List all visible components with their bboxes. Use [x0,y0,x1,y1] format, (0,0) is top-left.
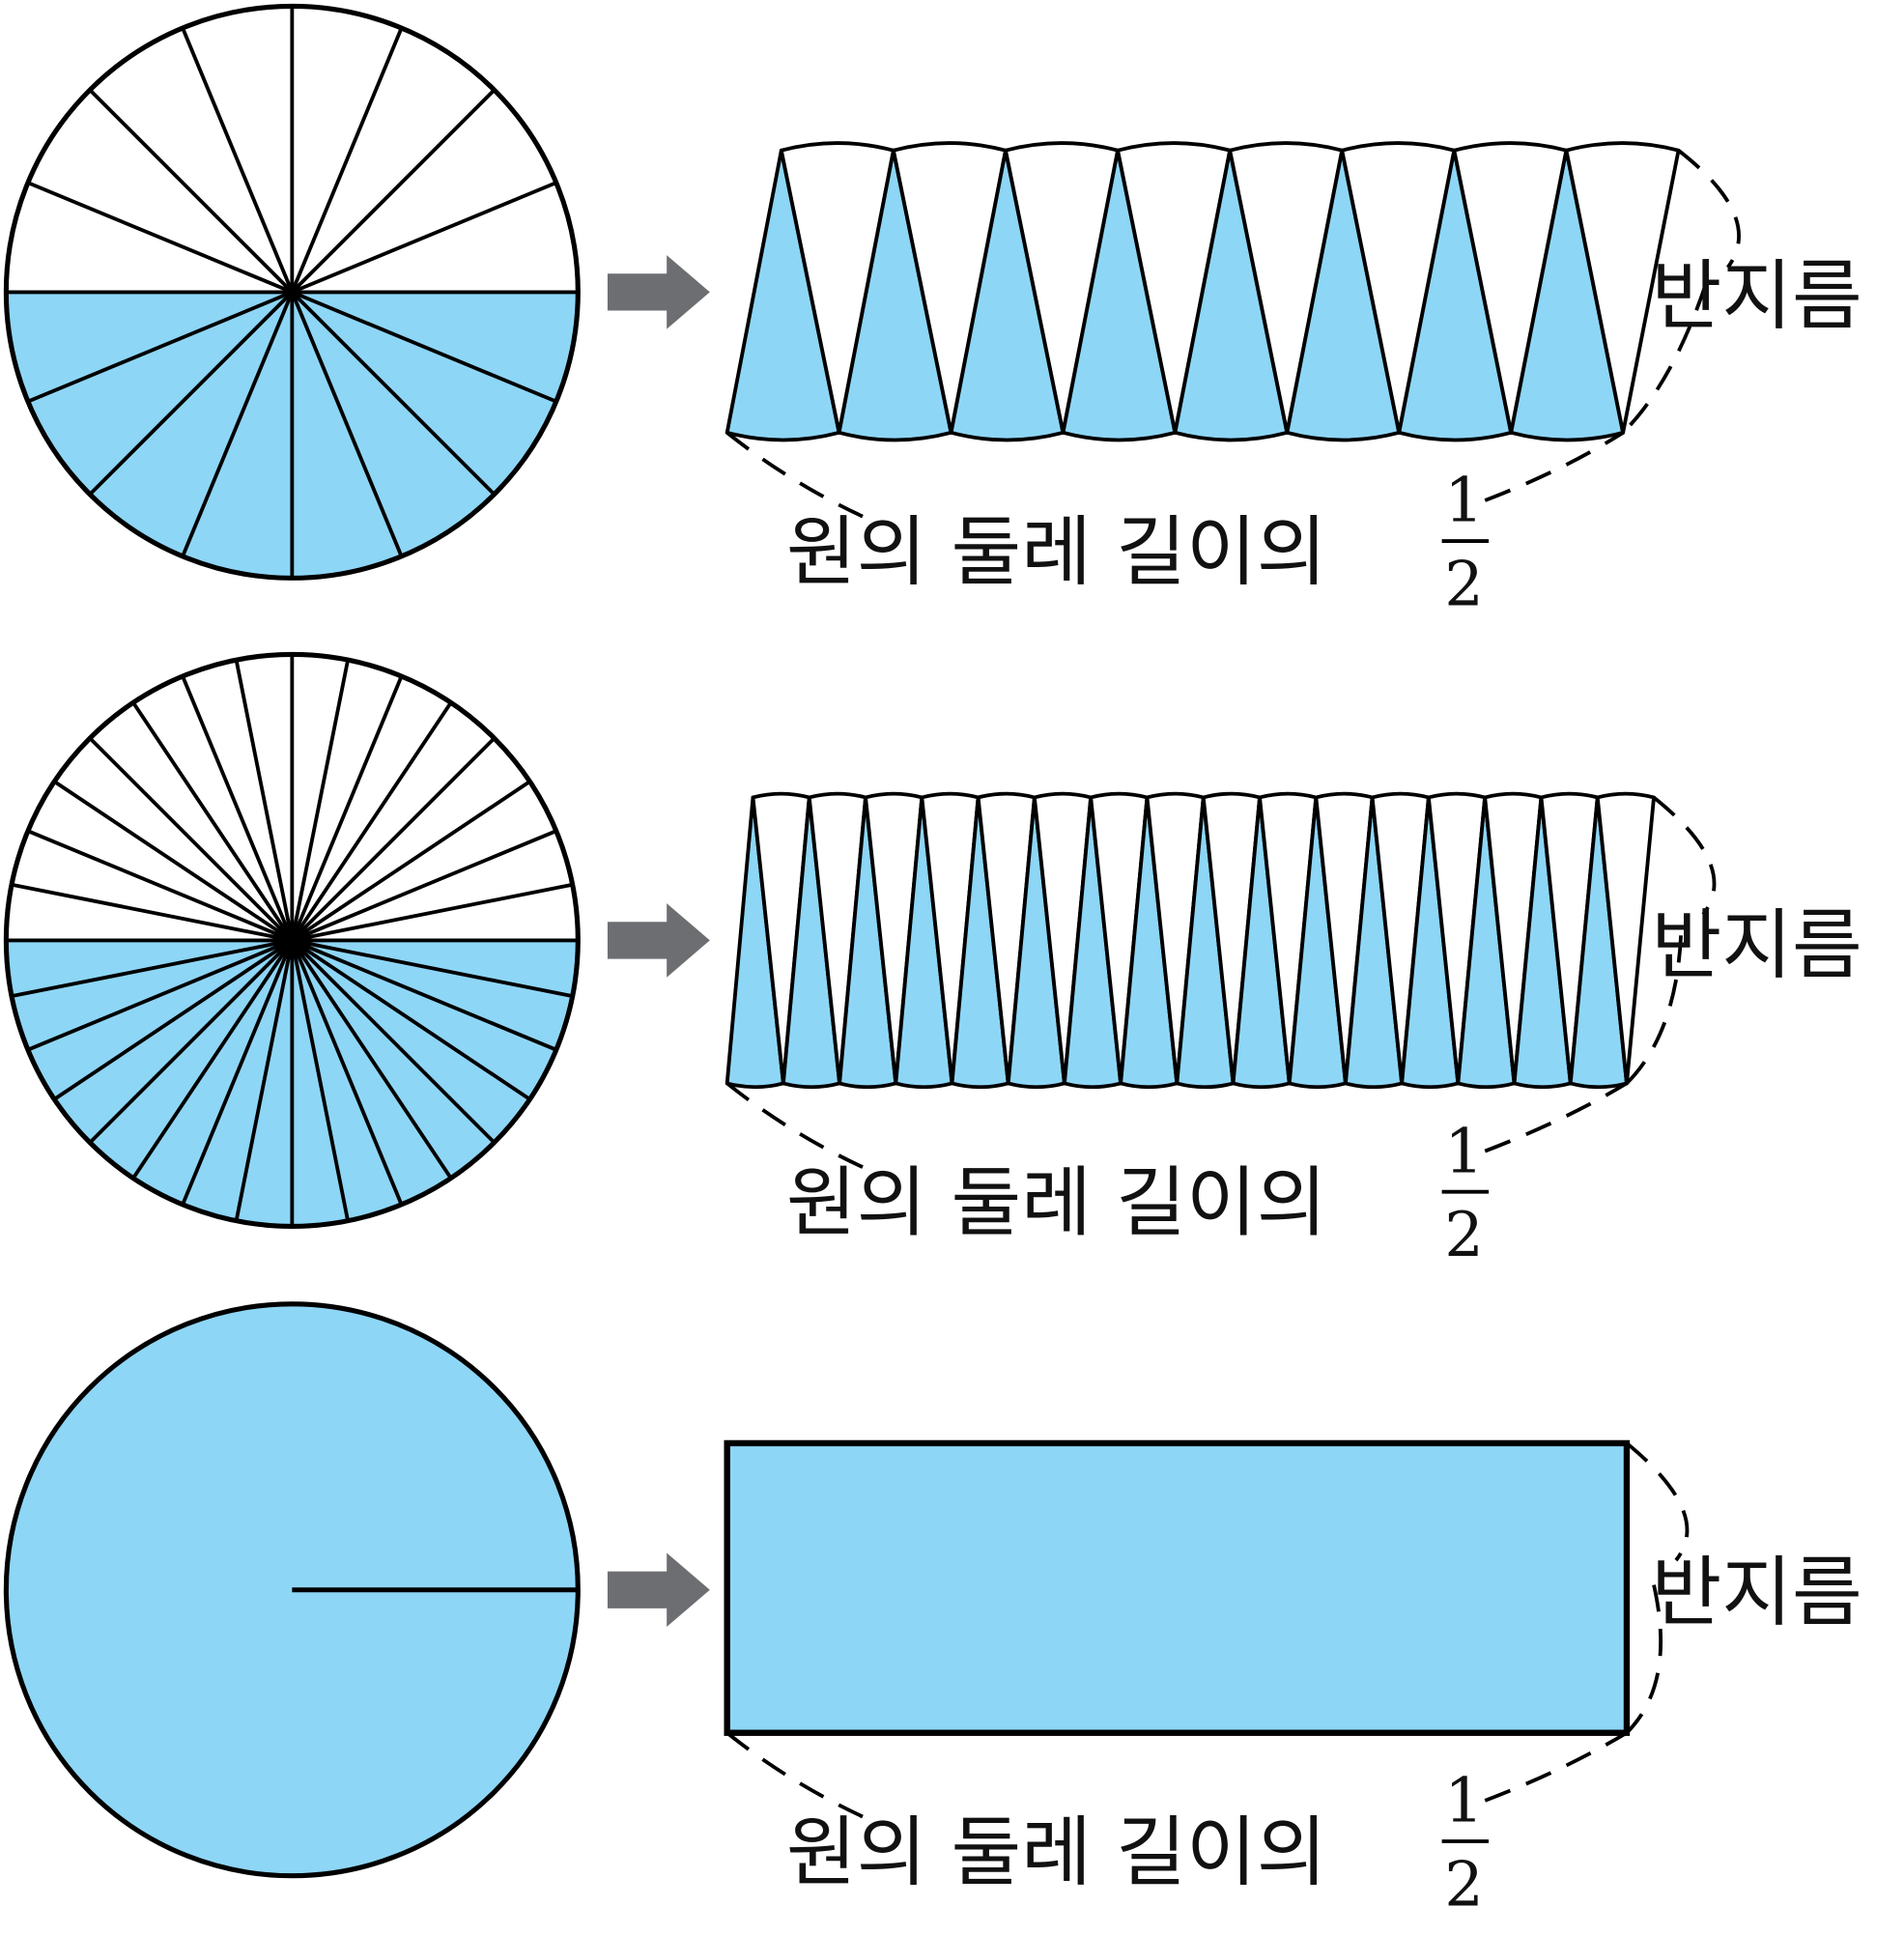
radius-brace-top [1677,149,1741,270]
fraction-numerator: 1 [1444,1766,1484,1837]
sector-line [290,27,404,294]
sector-line [291,938,557,1052]
sector-line [181,939,295,1206]
sector-line [290,939,453,1180]
sector-line [290,88,496,294]
sector-line [88,939,294,1145]
sector-line [290,940,350,1222]
fraction-denominator: 2 [1444,1849,1484,1921]
sector-line [88,88,294,294]
arrow-right-icon [607,903,710,978]
sector-line [291,829,557,943]
sector-line [27,829,294,943]
sector-line [88,736,294,942]
sector-piece-white [1564,141,1681,435]
radius-brace-top [1652,795,1717,916]
half-circumference-brace-right [1484,431,1625,502]
sector-line [27,181,294,295]
circle-outline [3,651,581,1229]
sector-line [290,736,496,942]
arrow-right-icon [607,255,710,329]
fraction-numerator: 1 [1444,466,1484,537]
radius-brace-bottom [1621,284,1708,435]
sector-line [290,675,404,942]
sector-line [291,181,557,295]
radius-brace-bottom [1625,1584,1663,1735]
half-circumference-label: 원의 둘레 길이의 [786,1158,1327,1247]
half-circumference-brace-left [725,431,864,519]
half-circumference-label: 원의 둘레 길이의 [786,1807,1327,1896]
sector-line [291,290,557,404]
sector-line [11,938,293,999]
circle-outline [3,3,581,581]
sector-line [290,939,496,1145]
sector-line [181,27,295,294]
radius-brace-top [1625,1441,1690,1562]
radius-label: 반지름 [1651,1549,1861,1637]
half-circumference-brace-right [1484,1081,1628,1153]
sector-line [290,291,404,557]
radius-label: 반지름 [1651,252,1861,341]
sector-line [290,291,496,497]
sector-line [290,939,404,1206]
sector-line [181,675,295,942]
fraction-numerator: 1 [1444,1116,1484,1187]
sector-line [88,291,294,497]
radius-label: 반지름 [1651,900,1861,989]
half-circumference-brace-left [725,1731,864,1819]
sector-line [234,659,295,941]
center-dot [283,931,301,950]
sector-line [291,882,574,943]
rectangle [724,1439,1631,1736]
sector-line [291,938,574,999]
half-circumference-brace-left [725,1081,864,1169]
fraction-denominator: 2 [1444,1200,1484,1271]
sector-line [290,701,453,942]
sector-line [53,780,294,943]
radius-brace-bottom [1625,935,1684,1085]
sector-line [11,882,293,943]
sector-line [291,780,531,943]
half-circumference-brace-right [1484,1731,1628,1803]
sector-line [291,938,531,1101]
sector-line [181,291,295,557]
sector-line [27,290,294,404]
center-dot [283,283,301,301]
sector-line [131,701,294,942]
sector-line [234,940,295,1222]
sector-line [290,659,350,941]
half-circumference-label: 원의 둘레 길이의 [786,507,1327,596]
arrow-right-icon [607,1552,710,1628]
sector-line [131,939,294,1180]
sector-line [27,938,294,1052]
sector-line [53,938,294,1101]
fraction-denominator: 2 [1444,549,1484,620]
